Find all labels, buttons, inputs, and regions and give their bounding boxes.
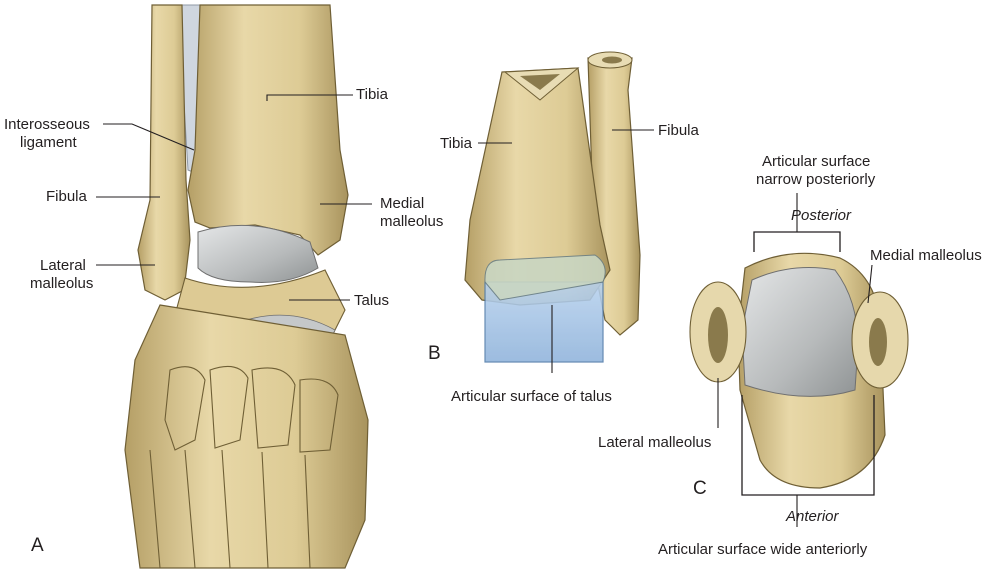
panel-c-talus-superior-view [689,231,909,496]
tibia-bone-shape [187,4,349,256]
label-c-narrow-posteriorly-line2: narrow posteriorly [756,171,876,188]
panel-a-ankle-anterior-view [124,4,369,569]
label-a-medial-malleolus-line1: Medial [380,195,425,212]
label-c-narrow-posteriorly-line1: Articular surface [762,153,871,170]
label-c-wide-anteriorly: Articular surface wide anteriorly [658,541,868,558]
panel-a-letter: A [31,535,44,556]
lateral-malleolus-marrow [708,307,728,363]
metatarsal-outlines [149,365,339,569]
label-a-fibula: Fibula [46,188,87,205]
leader-a-tibia [266,94,353,101]
anterior-width-bracket [741,395,875,496]
label-a-lateral-malleolus-line1: Lateral [40,257,86,274]
posterior-width-bracket [753,231,841,252]
label-a-talus: Talus [354,292,390,309]
talus-articular-dome [484,254,606,301]
fibula-bone-shape [137,4,191,301]
panel-b-letter: B [428,343,441,364]
label-c-lateral-malleolus: Lateral malleolus [598,434,712,451]
tibia-marrow [520,74,560,90]
label-a-lateral-malleolus-line2: malleolus [30,275,94,292]
panel-c-letter: C [693,478,707,499]
leader-a-interosseous [103,123,195,151]
medial-malleolus-marrow [869,318,887,366]
label-a-interosseous-line2: ligament [20,134,77,151]
trochlea-cartilage-shape [741,267,859,397]
label-a-tibia: Tibia [356,86,388,103]
label-a-interosseous-line1: Interosseous [4,116,90,133]
fibula-marrow [602,56,622,64]
label-b-articular-surface-of-talus: Articular surface of talus [451,388,612,405]
talus-cartilage-shape [197,224,319,283]
label-a-medial-malleolus-line2: malleolus [380,213,444,230]
label-c-anterior: Anterior [786,508,839,525]
label-b-tibia: Tibia [440,135,472,152]
panel-b-tibia-fibula-schematic [464,51,641,363]
label-c-medial-malleolus: Medial malleolus [870,247,982,264]
label-c-posterior: Posterior [791,207,852,224]
leader-lines [96,94,873,527]
leader-c-medial-malleolus [867,264,873,304]
label-b-fibula: Fibula [658,122,699,139]
